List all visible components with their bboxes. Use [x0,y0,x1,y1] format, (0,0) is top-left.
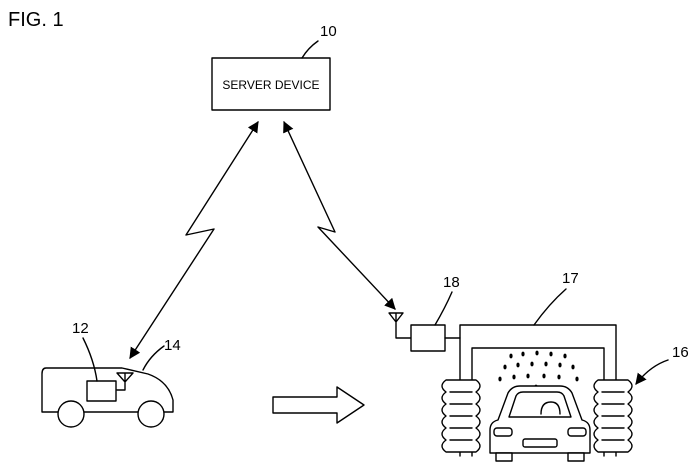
server-leader-line [301,40,319,59]
vehicle-leader-line [142,345,165,371]
left-wash-brush [441,379,481,453]
wash-controller-ref-number: 18 [443,274,460,291]
wash-machine-leader-line [533,288,567,326]
wireless-link-vehicle [129,121,259,359]
carwash-antenna-icon [388,312,412,339]
car-in-wash-windshield [508,391,572,418]
wash-controller-box [410,324,446,352]
car-in-wash-wiper [540,401,561,415]
server-device-label: SERVER DEVICE [222,78,319,92]
vehicle-ref-number: 14 [164,337,181,354]
vehicle-unit-ref-number: 12 [72,320,89,337]
server-device: SERVER DEVICE 10 [211,23,337,111]
car-wash-leader-line [635,359,669,385]
vehicle-rear-wheel [57,400,85,428]
car-wash: 18 17 [388,270,689,462]
server-ref-number: 10 [320,23,337,40]
wash-machine-ref-number: 17 [562,270,579,287]
movement-arrow [272,386,365,424]
vehicle-unit-leader-line [82,337,98,382]
vehicle-onboard-unit-box [86,380,117,402]
vehicle-antenna-icon [116,372,134,391]
vehicle-front-wheel [137,400,165,428]
car-wash-ref-number: 16 [672,344,689,361]
figure-title: FIG. 1 [8,9,64,31]
car-in-wash [489,385,591,462]
right-wash-brush [593,379,633,453]
wash-controller-leader-line [434,291,453,326]
server-device-box [211,57,331,111]
vehicle: 12 14 [41,320,181,428]
spray-droplets [498,350,579,391]
wireless-link-carwash [283,120,396,310]
